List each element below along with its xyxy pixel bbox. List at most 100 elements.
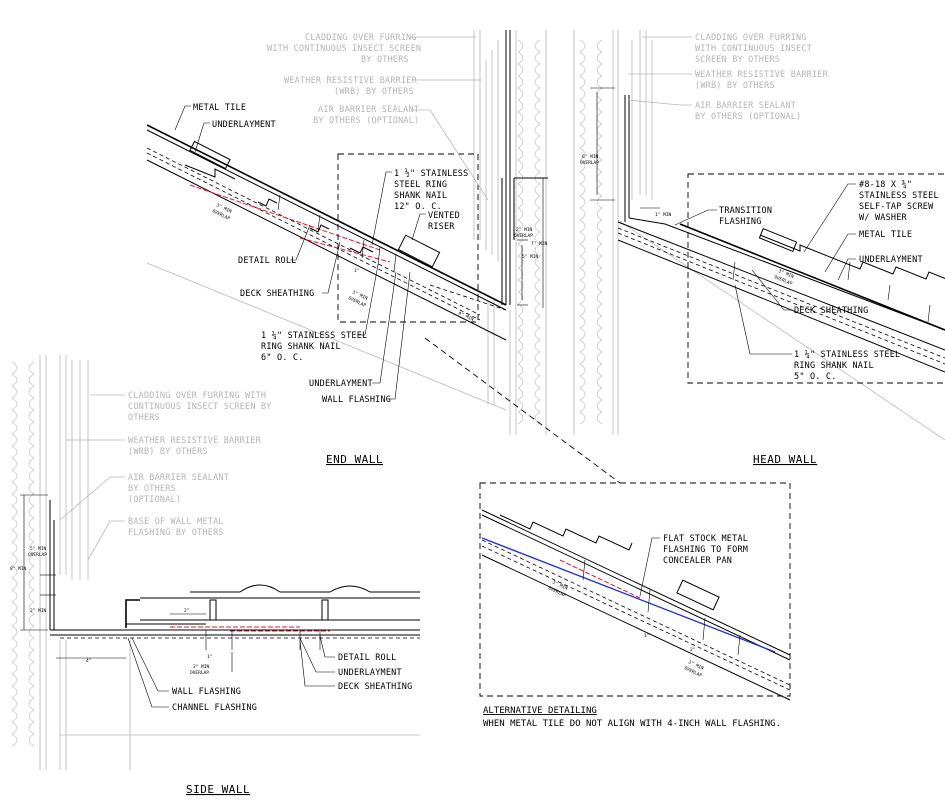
end-wall-label-wrb-2: (WRB) BY OTHERS	[334, 87, 414, 97]
side-wall-dim-three-min-2: OVERLAP	[190, 670, 209, 676]
side-wall-wall	[11, 355, 420, 770]
head-wall-label-abs-2: BY OTHERS (OPTIONAL)	[695, 112, 801, 122]
side-wall-roof	[50, 584, 420, 650]
head-wall-label-nail-1: 1 ¼" STAINLESS STEEL	[794, 350, 900, 360]
head-wall-label-screw-2: STAINLESS STEEL	[859, 191, 939, 201]
head-wall-label-underlayment: UNDERLAYMENT	[859, 255, 923, 265]
end-wall-label-vented-2: RISER	[428, 222, 455, 232]
side-wall-label-wrb-1: WEATHER RESISTIVE BARRIER	[128, 436, 262, 446]
side-wall-dim-five-min-1: 5" MIN	[30, 546, 47, 552]
side-wall-label-abs-3: (OPTIONAL)	[128, 495, 181, 505]
end-wall-label-wall-flashing: WALL FLASHING	[322, 395, 391, 405]
alternative-detail-box	[479, 482, 791, 697]
end-wall-roof	[146, 124, 507, 341]
head-wall-label-transition-1: TRANSITION	[719, 206, 772, 216]
head-wall-label-cladding-1: CLADDING OVER FURRING	[695, 33, 807, 43]
side-wall-label-wrb-2: (WRB) BY OTHERS	[128, 447, 208, 457]
alternative-dim-one-inch: 1"	[644, 633, 649, 639]
head-wall-label-transition-2: FLASHING	[719, 217, 762, 227]
end-wall-label-metal-tile: METAL TILE	[193, 103, 246, 113]
end-wall-label-riser-nail-1: 1 ½" STAINLESS	[394, 168, 468, 179]
side-wall-label-underlayment: UNDERLAYMENT	[338, 668, 402, 678]
head-wall-label-wrb-2: (WRB) BY OTHERS	[695, 81, 775, 91]
head-wall-title: HEAD WALL	[753, 453, 817, 466]
head-wall-roof	[617, 217, 945, 373]
alternative-label-flat-1: FLAT STOCK METAL	[663, 534, 748, 544]
head-wall-detail: CLADDING OVER FURRING WITH CONTINUOUS IN…	[573, 30, 945, 466]
end-wall-dim-one-inch: 1"	[354, 268, 359, 274]
head-wall-label-cladding-3: SCREEN BY OTHERS	[695, 55, 780, 65]
side-wall-detail: CLADDING OVER FURRING WITH CONTINUOUS IN…	[10, 355, 420, 796]
side-wall-dim-one-inch: 1"	[207, 654, 212, 660]
end-wall-label-nail-2: RING SHANK NAIL	[261, 342, 341, 352]
end-wall-label-cladding-1: CLADDING OVER FURRING	[305, 33, 417, 43]
end-wall-detail: METAL TILE UNDERLAYMENT DETAIL ROLL DECK…	[146, 30, 548, 466]
end-wall-label-deck-sheathing: DECK SHEATHING	[240, 289, 314, 299]
end-wall-label-underlayment-bottom: UNDERLAYMENT	[309, 379, 373, 389]
side-wall-label-channel-flashing: CHANNEL FLASHING	[172, 703, 257, 713]
side-wall-dim-two-inch: 2"	[184, 608, 189, 614]
end-wall-dim-four-min: 4" MIN	[457, 310, 475, 322]
side-wall-title: SIDE WALL	[186, 783, 250, 796]
side-wall-label-base-2: FLASHING BY OTHERS	[128, 528, 224, 538]
end-wall-label-abs-2: BY OTHERS (OPTIONAL)	[313, 116, 419, 126]
end-wall-label-riser-nail-2: STEEL RING	[394, 180, 447, 190]
head-wall-detail-box	[687, 173, 945, 384]
head-wall-wall	[573, 30, 945, 441]
alternative-title: ALTERNATIVE DETAILING	[483, 706, 597, 716]
head-wall-label-nail-3: 5" O. C.	[794, 372, 837, 382]
alternative-subtitle: WHEN METAL TILE DO NOT ALIGN WITH 4-INCH…	[483, 719, 781, 729]
side-wall-dim-three-min-1: 3" MIN	[193, 664, 210, 670]
side-wall-label-abs-2: BY OTHERS	[128, 484, 176, 494]
side-wall-dim-eight-min: 8" MIN	[10, 566, 27, 572]
end-wall-detail-box	[337, 153, 479, 323]
head-wall-label-metal-tile: METAL TILE	[859, 230, 912, 240]
side-wall-label-deck-sheathing: DECK SHEATHING	[338, 682, 412, 692]
head-wall-dim-three-min-1: 3" MIN	[777, 268, 795, 280]
end-wall-dim-five-min: 5" MIN	[522, 254, 539, 260]
end-wall-label-riser-nail-4: 12" O. C.	[394, 202, 442, 212]
alternative-label-flat-3: CONCEALER PAN	[663, 556, 732, 566]
head-wall-label-screw-1: #8-18 X ¾"	[859, 180, 912, 190]
end-wall-label-wrb-1: WEATHER RESISTIVE BARRIER	[284, 76, 418, 86]
head-wall-label-wrb-1: WEATHER RESISTIVE BARRIER	[695, 70, 829, 80]
side-wall-dim-four-inch: 4"	[86, 658, 91, 664]
side-wall-label-cladding-3: OTHERS	[128, 413, 160, 423]
end-wall-label-cladding-3: BY OTHERS	[361, 55, 409, 65]
side-wall-dim-two-min: 2" MIN	[30, 608, 47, 614]
head-wall-label-screw-4: W/ WASHER	[859, 213, 908, 223]
end-wall-dim-two-min-1: 2" MIN	[516, 227, 533, 233]
end-wall-label-nail-3: 6" O. C.	[261, 353, 304, 363]
alternative-detail: FLAT STOCK METAL FLASHING TO FORM CONCEA…	[424, 337, 791, 729]
end-wall-label-cladding-2: WITH CONTINUOUS INSECT SCREEN	[267, 44, 421, 54]
side-wall-label-base-1: BASE OF WALL METAL	[128, 517, 224, 527]
head-wall-label-nail-2: RING SHANK NAIL	[794, 361, 874, 371]
end-wall-label-nail-1: 1 ¼" STAINLESS STEEL	[261, 331, 367, 341]
alternative-roof	[481, 509, 791, 701]
side-wall-dim-five-min-2: OVERLAP	[28, 552, 47, 558]
alternative-dim-two-inch: 2"	[690, 647, 695, 653]
head-wall-dim-six-min-2: OVERLAP	[580, 160, 599, 166]
head-wall-label-screw-3: SELF-TAP SCREW	[859, 202, 934, 212]
head-wall-label-deck-sheathing: DECK SHEATHING	[794, 306, 868, 316]
end-wall-title: END WALL	[326, 453, 383, 466]
end-wall-label-riser-nail-3: SHANK NAIL	[394, 191, 447, 201]
end-wall-dim-seven-min: 7" MIN	[531, 241, 548, 247]
side-wall-label-abs-1: AIR BARRIER SEALANT	[128, 473, 229, 483]
side-wall-label-cladding-1: CLADDING OVER FURRING WITH	[128, 391, 266, 401]
side-wall-label-wall-flashing: WALL FLASHING	[172, 687, 241, 697]
end-wall-label-vented-1: VENTED	[428, 211, 460, 221]
end-wall-label-abs-1: AIR BARRIER SEALANT	[318, 105, 419, 115]
head-wall-label-abs-1: AIR BARRIER SEALANT	[695, 101, 796, 111]
head-wall-dim-six-min-1: 6" MIN	[582, 154, 599, 160]
side-wall-label-cladding-2: CONTINUOUS INSECT SCREEN BY	[128, 402, 272, 412]
head-wall-label-cladding-2: WITH CONTINUOUS INSECT	[695, 44, 812, 54]
end-wall-dim-two-min-2: OVERLAP	[514, 233, 533, 239]
end-wall-label-underlayment-top: UNDERLAYMENT	[212, 120, 276, 130]
alternative-label-flat-2: FLASHING TO FORM	[663, 545, 748, 555]
side-wall-label-detail-roll: DETAIL ROLL	[338, 653, 397, 663]
end-wall-wall	[146, 30, 547, 435]
head-wall-dim-one-min: 1" MIN	[655, 212, 672, 218]
end-wall-label-detail-roll: DETAIL ROLL	[238, 256, 297, 266]
